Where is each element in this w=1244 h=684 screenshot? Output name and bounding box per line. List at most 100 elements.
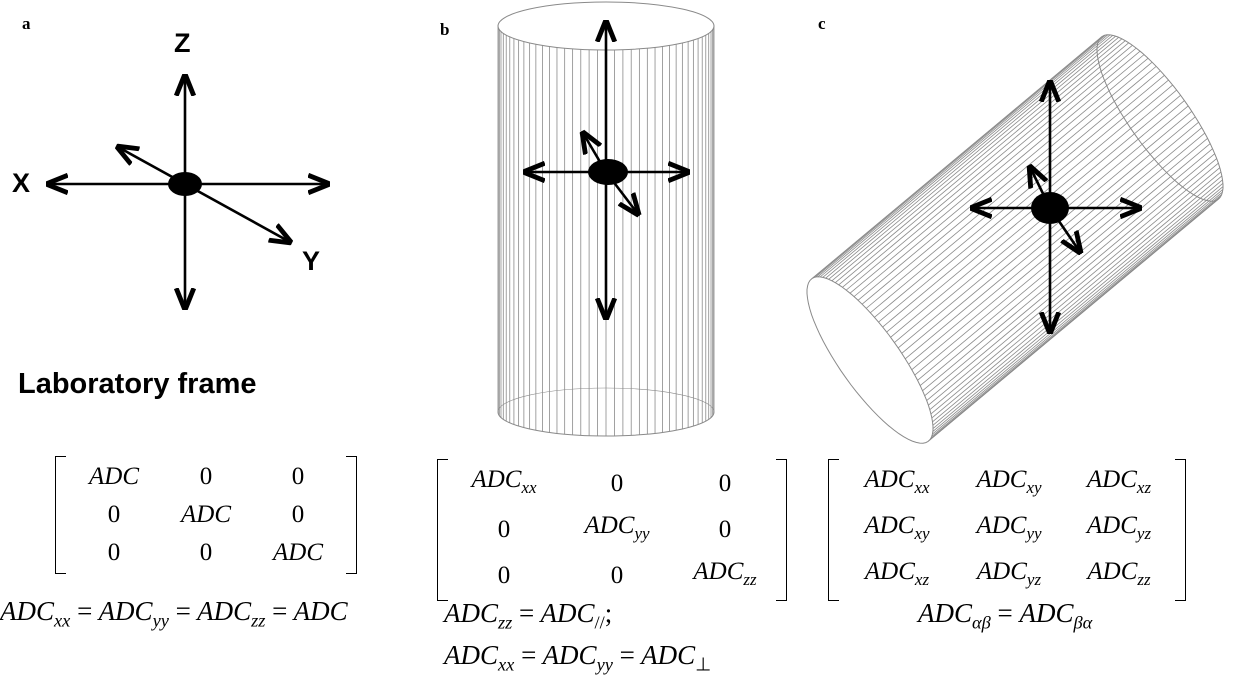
cylinder-c-rule xyxy=(815,34,1106,278)
cylinder-c-rule xyxy=(911,127,1203,370)
cylinder-c-rule xyxy=(817,34,1109,278)
matrix-a-cell: ADC xyxy=(89,463,139,490)
matrix-b-cell: 0 xyxy=(718,469,732,497)
matrix-a-cell: 0 xyxy=(107,501,121,528)
matrix-b-cell: 0 xyxy=(610,561,624,589)
cylinder-c-rule xyxy=(838,42,1130,286)
matrix-a-right-bracket xyxy=(346,456,357,574)
matrix-c-cell: ADCyz xyxy=(1086,511,1152,543)
matrix-b-left-bracket xyxy=(437,459,448,601)
matrix-b-cell: ADCyy xyxy=(584,511,650,543)
laboratory-frame-title: Laboratory frame xyxy=(18,368,257,400)
cylinder-c-rule xyxy=(924,153,1215,397)
cylinder-c-rule xyxy=(930,171,1222,415)
matrix-c-cell: ADCxz xyxy=(864,557,930,589)
cylinder-c-rule xyxy=(931,194,1223,437)
cylinder-c-rule xyxy=(929,167,1221,411)
matrix-b-cell: ADCzz xyxy=(693,557,757,589)
cylinder-c-rule xyxy=(831,38,1123,282)
matrix-a-left-bracket xyxy=(55,456,66,574)
matrix-a-cell: 0 xyxy=(199,463,213,490)
matrix-c-cell: ADCxz xyxy=(1086,466,1152,497)
cylinder-c-rule xyxy=(878,79,1169,323)
cylinder-b-bottom-rim xyxy=(497,411,715,437)
cylinder-c-rule xyxy=(914,132,1206,376)
matrix-b-cell: 0 xyxy=(718,515,732,543)
cylinder-c-lower-rim xyxy=(806,276,934,444)
matrix-b-right-bracket xyxy=(776,459,787,601)
cylinder-c-rule xyxy=(930,196,1222,439)
matrix-b-cell: 0 xyxy=(497,515,511,543)
matrix-a-cell: 0 xyxy=(199,539,213,566)
matrix-c-cell: ADCzz xyxy=(1087,557,1151,589)
matrix-a-cell: ADC xyxy=(181,501,231,528)
cylinder-c-rule xyxy=(917,138,1208,381)
cylinder-c-rule xyxy=(901,111,1193,354)
axis-label-z: Z xyxy=(174,28,191,58)
matrix-c-cell: ADCxy xyxy=(864,511,930,543)
cylinder-c-rule xyxy=(931,175,1223,419)
cylinder-c-rule xyxy=(894,100,1185,343)
cylinder-c-rule xyxy=(842,45,1133,288)
matrix-a-cell: ADC xyxy=(273,539,323,566)
matrix-c-cell: ADCxy xyxy=(976,466,1042,497)
cylinder-c-rule xyxy=(897,105,1189,349)
cylinder-c-rule xyxy=(857,57,1149,301)
matrix-b-cell: 0 xyxy=(610,469,624,497)
matrix-c-right-bracket xyxy=(1175,459,1186,601)
axis-label-y: Y xyxy=(302,246,321,276)
cylinder-c-rule xyxy=(932,182,1224,426)
matrix-c-cell: ADCyz xyxy=(976,557,1042,589)
y-axis-front xyxy=(184,182,290,242)
matrix-b-cell: ADCxx xyxy=(471,466,537,497)
cylinder-c-rule xyxy=(922,148,1213,392)
cylinder-c-rule xyxy=(926,158,1217,401)
matrix-c-left-bracket xyxy=(828,459,839,601)
cylinder-c-rule xyxy=(819,34,1111,278)
cylinder-c-rule xyxy=(928,162,1219,406)
matrix-a-cell: 0 xyxy=(107,539,121,566)
cylinder-c-rule xyxy=(929,197,1220,441)
tilted-cylinder xyxy=(806,34,1224,444)
matrix-c: ADCxx ADCxy ADCxz ADCxy ADCyy ADCyz ADCx… xyxy=(828,459,1186,601)
cylinder-c-rule xyxy=(932,191,1223,435)
panel-letter-c: c xyxy=(818,14,826,33)
lab-frame-center-dot xyxy=(168,172,202,196)
matrix-b-cell: 0 xyxy=(497,561,511,589)
cylinder-c-center-dot xyxy=(1031,192,1069,224)
matrix-a-cell: 0 xyxy=(291,463,305,490)
cylinder-b-center-dot xyxy=(588,159,628,185)
matrix-a: ADC 0 0 0 ADC 0 0 0 ADC xyxy=(55,456,357,574)
cylinder-c-rule xyxy=(932,189,1224,432)
cylinder-c-rule xyxy=(932,186,1224,429)
equation-c-symmetry: ADCαβ = ADCβα xyxy=(918,598,1093,633)
equation-a: ADCxx = ADCyy = ADCzz = ADC xyxy=(0,596,348,631)
equation-b-perpendicular: ADCxx = ADCyy = ADC⊥ xyxy=(444,640,712,675)
cylinder-c-rule xyxy=(865,66,1157,309)
cylinder-c-rule xyxy=(870,70,1161,314)
cylinder-c-rule xyxy=(825,35,1116,279)
cylinder-c-rule xyxy=(811,36,1103,279)
cylinder-c-rule xyxy=(908,121,1199,365)
matrix-c-cell: ADCyy xyxy=(976,511,1042,543)
panel-letter-b: b xyxy=(440,20,450,39)
vertical-cylinder xyxy=(497,1,715,437)
cylinder-c-rule xyxy=(828,36,1119,280)
cylinder-b-bottom-rim-back xyxy=(497,387,715,413)
matrix-a-cell: 0 xyxy=(291,501,305,528)
cylinder-c-rule xyxy=(932,179,1223,423)
cylinder-c-rule xyxy=(822,35,1114,278)
cylinder-c-rule xyxy=(849,50,1141,294)
equation-b-parallel: ADCzz = ADC//; xyxy=(444,598,613,633)
cylinder-c-rule xyxy=(834,40,1126,283)
cylinder-c-rule xyxy=(882,84,1173,328)
cylinder-c-rule xyxy=(845,47,1137,291)
cylinder-c-rule xyxy=(919,143,1211,386)
matrix-c-cell: ADCxx xyxy=(864,466,930,497)
cylinder-c-rule xyxy=(874,75,1165,318)
panel-letter-a: a xyxy=(22,14,31,33)
matrix-b: ADCxx 0 0 0 ADCyy 0 0 0 ADCzz xyxy=(437,459,787,601)
cylinder-c-rule xyxy=(861,61,1153,305)
cylinder-c-upper-rim xyxy=(1096,34,1224,202)
